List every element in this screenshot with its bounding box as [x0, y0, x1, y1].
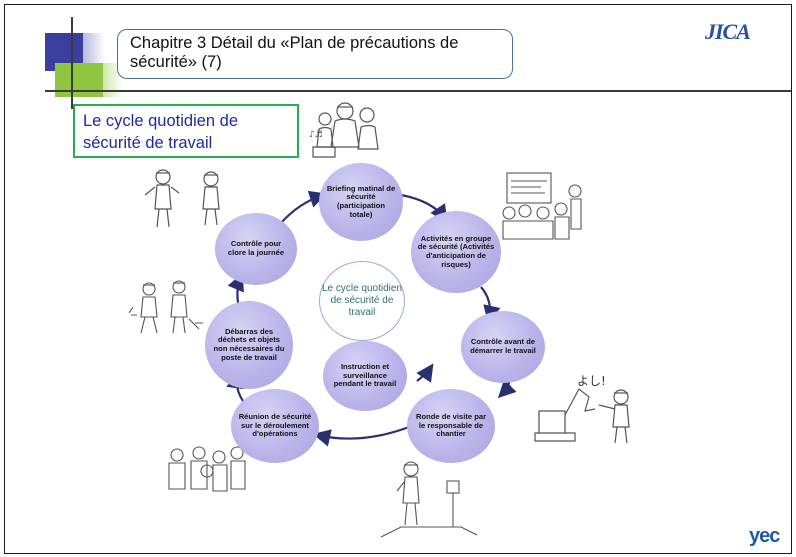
step-operations-meeting: Réunion de sécurité sur le déroulement d… [231, 389, 319, 463]
cycle-center-label: Le cycle quotidien de sécurité de travai… [319, 261, 405, 341]
step-morning-briefing: Briefing matinal de sécurité (participat… [319, 163, 403, 241]
arrow-4-to-5 [416, 363, 434, 383]
decor-horizontal-line [45, 90, 791, 92]
decor-blue-fade [83, 33, 105, 71]
step-label: Ronde de visite par le responsable de ch… [415, 412, 487, 439]
svg-text:♪♬: ♪♬ [309, 130, 323, 140]
step-label: Réunion de sécurité sur le déroulement d… [238, 412, 312, 439]
step-instruction-surveillance: Instruction et surveillance pendant le t… [323, 341, 407, 411]
step-label: Débarras des déchets et objets non néces… [213, 326, 285, 362]
workers-top-illustration: ♪♬ [309, 102, 379, 158]
slide: Chapitre 3 Détail du «Plan de précaution… [4, 4, 792, 554]
step-label: Contrôle avant de démarrer le travail [470, 337, 536, 355]
step-site-manager-round: Ronde de visite par le responsable de ch… [407, 389, 495, 463]
slide-title: Chapitre 3 Détail du «Plan de précaution… [117, 29, 513, 79]
step-end-of-day-check: Contrôle pour clore la journée [215, 213, 297, 285]
step-label: Briefing matinal de sécurité (participat… [326, 183, 396, 219]
excavator-illustration: よし! [534, 374, 630, 444]
yec-logo: yec [749, 525, 780, 547]
inspector-illustration [380, 461, 478, 538]
arrow-5-to-6 [312, 425, 410, 447]
step-label: Activités en groupe de sécurité (Activit… [417, 233, 495, 269]
step-label: Instruction et surveillance pendant le t… [333, 362, 397, 389]
step-group-activities: Activités en groupe de sécurité (Activit… [411, 211, 501, 293]
subtitle: Le cycle quotidien de sécurité de travai… [73, 104, 299, 158]
speech-bubble-text: よし! [577, 374, 606, 388]
workers-left-illustration [129, 280, 203, 334]
jica-logo: JICA [705, 19, 751, 44]
decor-vertical-line [71, 17, 73, 109]
step-waste-clearing: Débarras des déchets et objets non néces… [205, 301, 293, 389]
step-label: Contrôle pour clore la journée [227, 239, 285, 257]
arrow-8-to-1 [280, 190, 328, 224]
step-pre-work-check: Contrôle avant de démarrer le travail [461, 311, 545, 383]
workers-topleft-illustration [144, 169, 220, 228]
workers-bottomleft-illustration [168, 446, 246, 492]
workers-group-right-illustration [502, 172, 582, 240]
